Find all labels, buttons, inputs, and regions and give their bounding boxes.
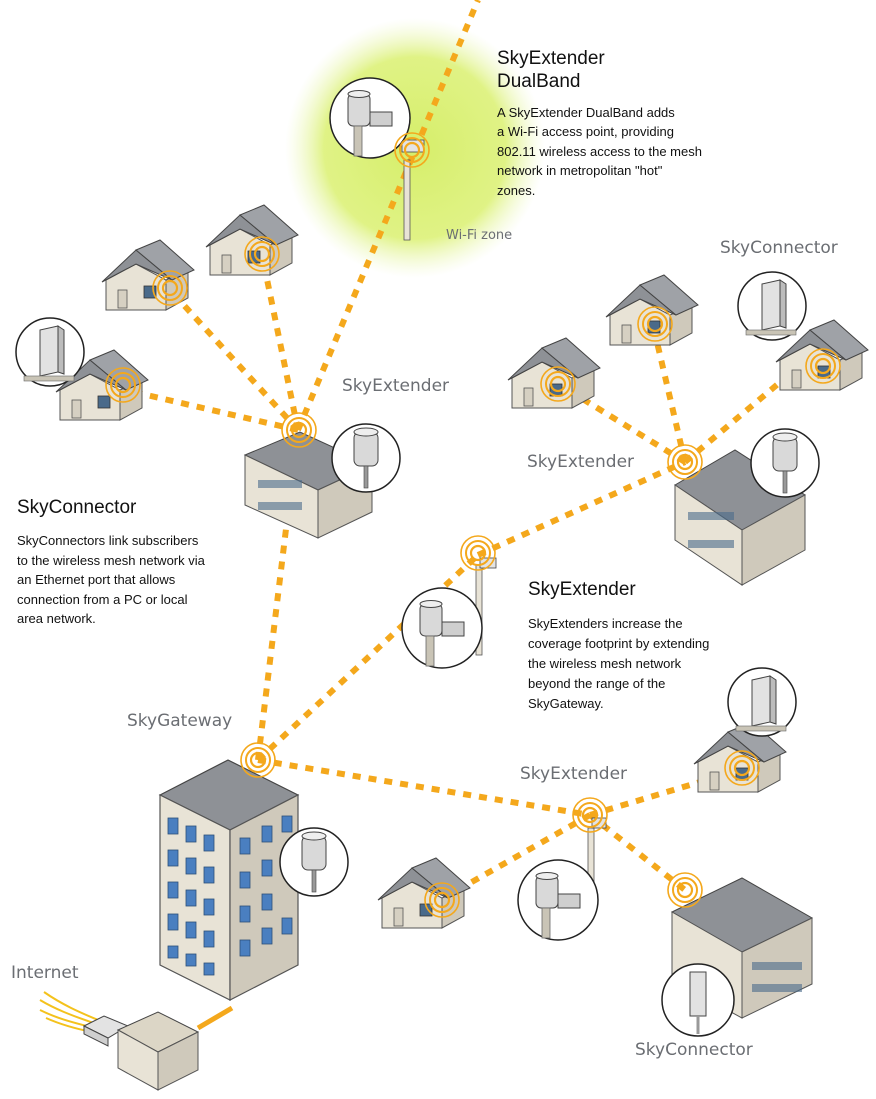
skyconnector-inset-bottom-house	[727, 667, 797, 737]
dualband-inset	[329, 77, 411, 159]
extender-right-building	[674, 449, 806, 586]
pole-inset-bottom	[517, 859, 599, 941]
skyextender-desc-2: coverage footprint by extending	[528, 636, 710, 651]
internet-feed	[39, 991, 234, 1091]
pole-inset-mid	[401, 587, 483, 669]
radome-inset-right	[750, 428, 820, 498]
skyconnector-desc-1: SkyConnectors link subscribers	[17, 533, 199, 548]
gateway-tower	[158, 759, 300, 1001]
link-gateway-extender-mid	[255, 552, 481, 763]
house-right-e	[605, 274, 699, 346]
skyextender-desc-1: SkyExtenders increase the	[528, 616, 683, 631]
skyextender-desc-3: the wireless mesh network	[528, 656, 682, 671]
label-skyconnector-bottom-right: SkyConnector	[635, 1040, 753, 1060]
label-skygateway: SkyGateway	[127, 711, 233, 731]
label-skyextender-left: SkyExtender	[342, 376, 450, 396]
skyconnector-desc-3: an Ethernet port that allows	[17, 572, 176, 587]
skyconnector-inset-left	[15, 317, 85, 387]
dualband-desc-2: a Wi-Fi access point, providing	[497, 124, 675, 139]
label-skyextender-bottom: SkyExtender	[520, 764, 628, 784]
link-extender-bottom-house-g	[438, 812, 592, 903]
skyextender-info-title: SkyExtender	[528, 579, 636, 600]
skyextender-desc-4: beyond the range of the	[528, 676, 666, 691]
dualband-desc-5: zones.	[497, 183, 536, 198]
dualband-desc-1: A SkyExtender DualBand adds	[497, 105, 675, 120]
skyconnector-inset-office	[661, 963, 735, 1037]
wifi-zone-label: Wi-Fi zone	[446, 228, 513, 243]
dualband-title-line2: DualBand	[497, 71, 581, 92]
dualband-desc-3: 802.11 wireless access to the mesh	[497, 144, 702, 159]
dualband-title-line1: SkyExtender	[497, 48, 605, 69]
link-extender-left-dualband	[295, 0, 481, 432]
skyconnector-inset-top-right	[737, 271, 807, 341]
link-extender-left-house-b	[259, 254, 301, 431]
skyextender-desc-5: SkyGateway.	[528, 696, 604, 711]
skyconnector-info-title: SkyConnector	[17, 497, 137, 518]
link-extender-right-house-e	[650, 324, 688, 463]
link-extender-mid-right	[476, 459, 687, 558]
label-skyconnector-top-right: SkyConnector	[720, 238, 838, 258]
skyconnector-desc-2: to the wireless mesh network via	[17, 553, 205, 568]
radome-inset-gateway	[279, 827, 349, 897]
rings-office	[666, 871, 704, 909]
skyconnector-desc-5: area network.	[17, 611, 96, 626]
dualband-desc-4: network in metropolitan "hot"	[497, 163, 663, 178]
label-internet: Internet	[11, 963, 79, 983]
link-extender-left-house-a	[167, 287, 301, 433]
label-skyextender-right: SkyExtender	[527, 452, 635, 472]
skyconnector-desc-4: connection from a PC or local	[17, 592, 188, 607]
house-bottom-g	[377, 857, 471, 929]
radome-inset-left	[331, 423, 401, 493]
link-extender-left-house-c	[124, 387, 299, 433]
